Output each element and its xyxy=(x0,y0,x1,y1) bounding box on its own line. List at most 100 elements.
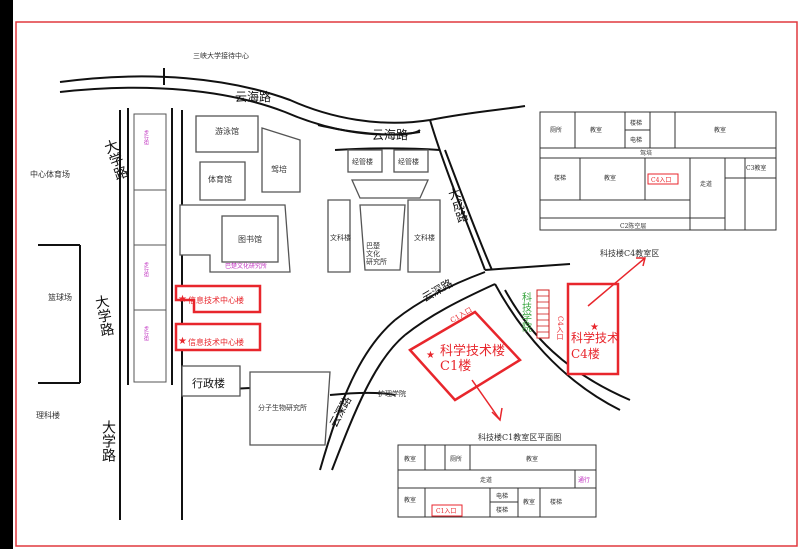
c1-entrance-box xyxy=(431,504,463,517)
bachu-building xyxy=(359,204,406,271)
label-sidewalk-1: 步行街 xyxy=(143,130,149,146)
yunhai-road-edge-3 xyxy=(429,105,526,121)
label-sidewalk-3: 步行街 xyxy=(143,326,149,342)
c4-label-classroom-1: 教室 xyxy=(590,126,602,134)
canopy-building xyxy=(350,179,430,199)
yunhai-east-edge xyxy=(317,124,421,136)
c1-label-toilet: 厕所 xyxy=(450,455,462,463)
label-swimming: 游泳馆 xyxy=(215,126,239,136)
restaurant-building xyxy=(261,127,301,193)
gym-building xyxy=(199,161,246,201)
c1-label-corridor: 走道 xyxy=(480,476,492,484)
label-tech-college: 科技学院 xyxy=(520,291,532,333)
c1-floor-plan xyxy=(397,444,597,518)
label-liberal-1: 文科楼 xyxy=(330,233,351,242)
label-sports-center: 中心体育场 xyxy=(30,169,70,179)
admin-building xyxy=(181,365,241,397)
c1-plan-title: 科技楼C1教室区平面图 xyxy=(478,432,561,442)
left-edge xyxy=(0,0,13,549)
c1-plan-frame xyxy=(397,444,597,518)
label-restaurant: 驾培 xyxy=(271,164,287,174)
c4-plan-title: 科技楼C4教室区 xyxy=(600,248,659,258)
label-bachu: 巴楚文化研究所 xyxy=(366,241,387,266)
label-econ-1: 经管楼 xyxy=(352,157,373,166)
label-info-2: 信息技术中心楼 xyxy=(188,337,244,347)
label-info-1: 信息技术中心楼 xyxy=(188,295,244,305)
label-science-bldg: 理科楼 xyxy=(36,410,60,420)
star-c1: ★ xyxy=(426,350,435,361)
label-school-center: 三峡大学接待中心 xyxy=(193,51,249,60)
tech-c4-building xyxy=(566,282,620,376)
arrow-c4-head xyxy=(636,257,646,267)
swimming-hall xyxy=(195,115,259,153)
label-c1-line2: C1楼 xyxy=(440,359,471,374)
arrow-c1-head xyxy=(491,407,503,422)
c4-label-c2: C2陈空层 xyxy=(620,222,646,230)
c1-label-stair-2: 楼梯 xyxy=(550,498,562,506)
yunshen-road-edge-3 xyxy=(319,319,396,471)
yunshen-road-edge-4 xyxy=(331,334,406,471)
label-admin: 行政楼 xyxy=(192,376,225,390)
road-yunhai-1: 云海路 xyxy=(235,89,271,104)
dacheng-road-edge-1 xyxy=(429,119,486,271)
c1-label-exit: 通行 xyxy=(578,476,590,484)
c1-label-entrance: C1入口 xyxy=(436,508,456,515)
info-building-2 xyxy=(174,322,262,352)
east-road-edge xyxy=(484,263,571,271)
road-daxue-3: 大学路 xyxy=(100,420,116,462)
c4-label-c3: C3教室 xyxy=(746,164,766,172)
c4-label-stair-1: 楼梯 xyxy=(630,119,642,127)
east-curve-edge-1 xyxy=(494,283,621,411)
label-gym: 体育馆 xyxy=(208,174,232,184)
star-markers: ★ ★ ★ ★ xyxy=(178,294,599,361)
dacheng-road-edge-2 xyxy=(444,149,493,271)
c1-label-classroom-1: 教室 xyxy=(404,455,416,463)
c4-plan-labels: 科技楼C4教室区 厕所 教室 楼梯 电梯 教室 驾培 楼梯 教室 C4入口 走道… xyxy=(550,119,766,258)
c1-plan-labels: 科技楼C1教室区平面图 教室 厕所 教室 走道 通行 教室 电梯 楼梯 教室 楼… xyxy=(404,432,590,515)
tech-college-hatch xyxy=(537,295,549,333)
arrow-c4 xyxy=(587,257,646,307)
label-nursing: 护理学院 xyxy=(378,389,406,398)
arrow-c1 xyxy=(471,379,501,421)
east-curve-edge-2 xyxy=(504,289,631,401)
c1-label-classroom-4: 教室 xyxy=(523,498,535,506)
tech-c1-building xyxy=(408,310,522,402)
c4-label-classroom-3: 教室 xyxy=(604,174,616,182)
c4-label-toilet: 厕所 xyxy=(550,126,562,134)
c4-label-classroom-2: 教室 xyxy=(714,126,726,134)
label-c4-entrance-map: C4入口 xyxy=(556,316,564,340)
c4-label-elevator: 电梯 xyxy=(630,136,642,144)
c1-label-stair-1: 楼梯 xyxy=(496,506,508,514)
label-c1-line1: 科学技术楼 xyxy=(440,343,505,359)
sidewalk-lines xyxy=(133,113,167,383)
c4-entrance-box xyxy=(647,173,679,185)
label-bio: 分子生物研究所 xyxy=(258,403,307,412)
star-c4: ★ xyxy=(590,322,599,333)
c1-label-classroom-2: 教室 xyxy=(526,455,538,463)
c1-label-elevator: 电梯 xyxy=(496,492,508,500)
label-liberal-2: 文科楼 xyxy=(414,233,435,242)
yunhai-road-edge-1 xyxy=(59,75,431,124)
c4-plan-frame xyxy=(539,111,777,231)
north-minor-road xyxy=(334,147,441,151)
road-yunhai-2: 云海路 xyxy=(372,127,408,142)
road-network xyxy=(38,68,631,520)
label-library: 图书馆 xyxy=(238,234,262,244)
road-daxue-2: 大学路 xyxy=(92,294,115,338)
highlight-buildings xyxy=(174,282,620,402)
bio-building xyxy=(249,371,331,446)
south-road-edge-2 xyxy=(329,391,396,396)
econ-building-2 xyxy=(393,149,429,173)
label-library-sub: 巴楚文化研究所 xyxy=(225,262,267,270)
c4-label-walkway: 走道 xyxy=(700,180,712,188)
c4-label-entrance: C4入口 xyxy=(651,177,671,184)
label-sidewalk-2: 步行街 xyxy=(143,262,149,278)
c4-floor-plan xyxy=(539,111,777,231)
label-c4-line1: 科学技术 xyxy=(571,330,619,345)
econ-building-1 xyxy=(347,149,383,173)
library-inner xyxy=(221,215,279,263)
label-basketball: 篮球场 xyxy=(48,292,72,302)
liberal-building-2 xyxy=(407,199,441,273)
label-econ-2: 经管楼 xyxy=(398,157,419,166)
